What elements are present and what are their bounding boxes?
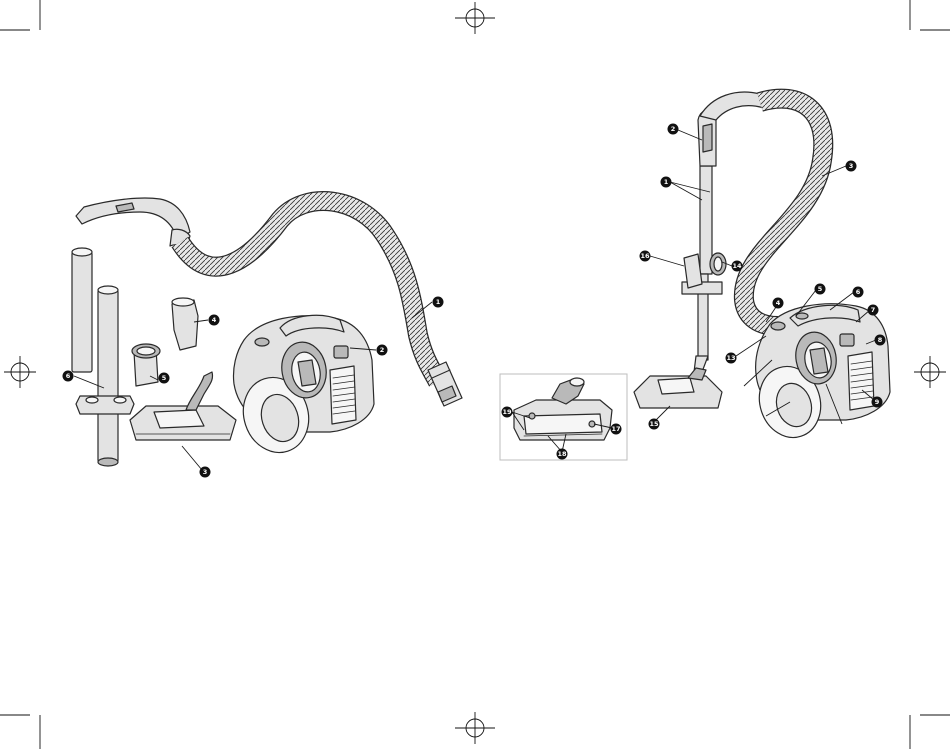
registration-mark-top [455, 2, 495, 34]
extension-tubes [72, 248, 134, 466]
svg-text:1: 1 [436, 298, 441, 306]
assembled-wand [682, 92, 764, 372]
crevice-tool [172, 298, 198, 350]
callout-right-1: 1 [661, 177, 672, 188]
callout-right-19: 19 [502, 407, 513, 418]
svg-text:2: 2 [671, 125, 676, 133]
callout-left-4: 4 [209, 315, 220, 326]
callout-right-13: 13 [726, 353, 737, 364]
svg-text:14: 14 [732, 262, 742, 270]
right-floor-nozzle [634, 368, 722, 408]
callout-right-15: 15 [649, 419, 660, 430]
svg-text:15: 15 [649, 420, 659, 428]
svg-text:16: 16 [640, 252, 650, 260]
svg-text:3: 3 [849, 162, 854, 170]
svg-text:8: 8 [878, 336, 883, 344]
hose-handle [76, 198, 190, 248]
callout-right-18: 18 [557, 449, 568, 460]
svg-text:1: 1 [664, 178, 669, 186]
callout-right-5: 5 [815, 284, 826, 295]
callout-left-6: 6 [63, 371, 74, 382]
svg-text:13: 13 [726, 354, 735, 362]
callout-right-3: 3 [846, 161, 857, 172]
svg-text:5: 5 [818, 285, 823, 293]
callout-right-9: 9 [872, 397, 883, 408]
right-flexible-hose [744, 99, 823, 326]
callout-right-8: 8 [875, 335, 886, 346]
registration-mark-bottom [455, 712, 495, 744]
callout-left-1: 1 [433, 297, 444, 308]
svg-text:18: 18 [557, 450, 567, 458]
svg-text:4: 4 [212, 316, 217, 324]
callout-right-4: 4 [773, 298, 784, 309]
svg-text:19: 19 [502, 408, 512, 416]
callout-right-6: 6 [853, 287, 864, 298]
dusting-brush [132, 344, 160, 386]
svg-text:6: 6 [66, 372, 71, 380]
callout-right-17: 17 [611, 424, 622, 435]
registration-mark-left [4, 356, 36, 388]
callout-left-5: 5 [159, 373, 170, 384]
callout-left-2: 2 [377, 345, 388, 356]
svg-text:6: 6 [856, 288, 861, 296]
left-illustration: 1 2 3 4 5 6 [63, 198, 463, 478]
callout-right-2: 2 [668, 124, 679, 135]
svg-text:4: 4 [776, 299, 781, 307]
canister-body [233, 315, 374, 461]
right-canister [750, 304, 890, 446]
callout-right-16: 16 [640, 251, 651, 262]
callout-right-7: 7 [868, 305, 879, 316]
right-illustration: 1 2 3 4 5 6 7 8 9 13 14 [500, 92, 890, 460]
svg-text:3: 3 [203, 468, 208, 476]
svg-text:9: 9 [875, 398, 880, 406]
svg-text:2: 2 [380, 346, 385, 354]
svg-text:5: 5 [162, 374, 167, 382]
registration-mark-right [914, 356, 946, 388]
svg-text:17: 17 [611, 425, 620, 433]
callout-right-14: 14 [732, 261, 743, 272]
callout-left-3: 3 [200, 467, 211, 478]
svg-text:7: 7 [871, 306, 876, 314]
